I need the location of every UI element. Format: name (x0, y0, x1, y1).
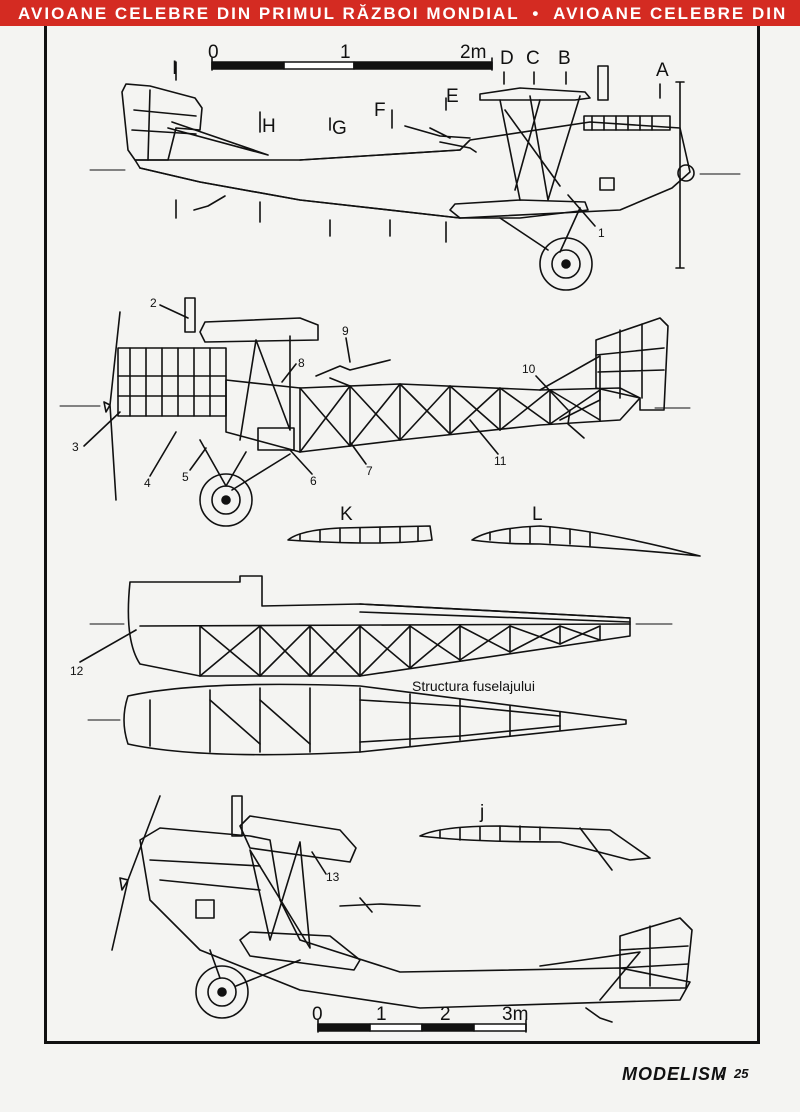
bottom-scale-label-0: 0 (312, 1004, 323, 1025)
bottom-scale-bar (317, 1019, 527, 1033)
section-letter-b: B (558, 48, 571, 69)
top-scale-label-1: 1 (340, 42, 351, 63)
section-letter-h: H (262, 116, 276, 137)
callout-10: 10 (522, 362, 536, 376)
callout-8: 8 (298, 356, 305, 370)
callout-5: 5 (182, 470, 189, 484)
banner-text-2: AVIOANE CELEBRE DIN (553, 4, 788, 23)
banner-separator: • (532, 4, 541, 23)
callout-4: 4 (144, 476, 151, 490)
side-view-middle (59, 297, 691, 527)
callout-2: 2 (150, 296, 157, 310)
callout-3: 3 (72, 440, 79, 454)
airfoil-l (471, 525, 701, 557)
callout-11: 11 (494, 454, 507, 468)
callout-12: 12 (70, 664, 84, 678)
top-scale-label-2m: 2m (460, 42, 487, 63)
callout-1: 1 (598, 226, 605, 240)
drawing-frame (44, 26, 760, 1044)
banner-text-1: AVIOANE CELEBRE DIN PRIMUL RĂZBOI MONDIA… (18, 4, 520, 23)
header-banner: AVIOANE CELEBRE DIN PRIMUL RĂZBOI MONDIA… (0, 0, 800, 26)
bottom-scale-label-1: 1 (376, 1004, 387, 1025)
magazine-logo: MODELISM (622, 1064, 727, 1084)
profile-label-l: L (532, 504, 543, 525)
page-number: 25 (734, 1066, 749, 1081)
bottom-scale-label-3m: 3m (502, 1004, 529, 1025)
section-letter-d: D (500, 48, 514, 69)
fuselage-structure-side (79, 575, 673, 677)
callout-6: 6 (310, 474, 317, 488)
profile-label-j: j (480, 802, 485, 823)
callout-7: 7 (366, 464, 373, 478)
fuselage-structure-caption: Structura fuselajului (412, 678, 535, 694)
section-letter-e: E (446, 86, 459, 107)
footer-bullet: • (720, 1068, 725, 1084)
section-letter-i: I (172, 58, 178, 79)
section-letter-a: A (656, 60, 669, 81)
top-scale-label-0: 0 (208, 42, 219, 63)
section-letter-g: G (332, 118, 347, 139)
fuselage-structure-top (87, 683, 627, 756)
top-scale-bar (211, 57, 493, 71)
airfoil-k (287, 525, 433, 544)
side-view-bottom (111, 795, 693, 1023)
bottom-scale-label-2: 2 (440, 1004, 451, 1025)
section-letter-c: C (526, 48, 540, 69)
section-letter-f: F (374, 100, 386, 121)
airfoil-j (419, 825, 651, 871)
profile-label-k: K (340, 504, 353, 525)
callout-9: 9 (342, 324, 349, 338)
side-view-top (89, 61, 741, 291)
callout-13: 13 (326, 870, 340, 884)
